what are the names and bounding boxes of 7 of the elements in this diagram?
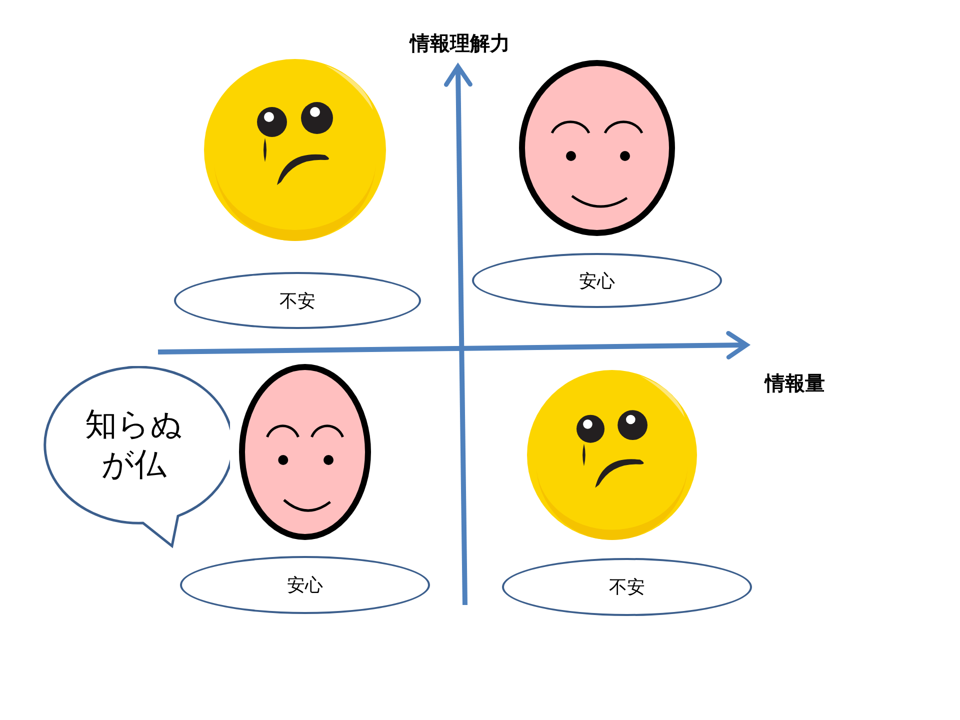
speech-text: 知らぬが仏 bbox=[84, 404, 184, 484]
node-label: 安心 bbox=[579, 270, 615, 292]
axis-label: 情報量 bbox=[765, 370, 825, 397]
node-label: 安心 bbox=[287, 574, 323, 597]
node-label: 不安 bbox=[280, 290, 316, 312]
axis-label: 情報理解力 bbox=[410, 30, 510, 57]
node-label: 不安 bbox=[609, 576, 645, 599]
